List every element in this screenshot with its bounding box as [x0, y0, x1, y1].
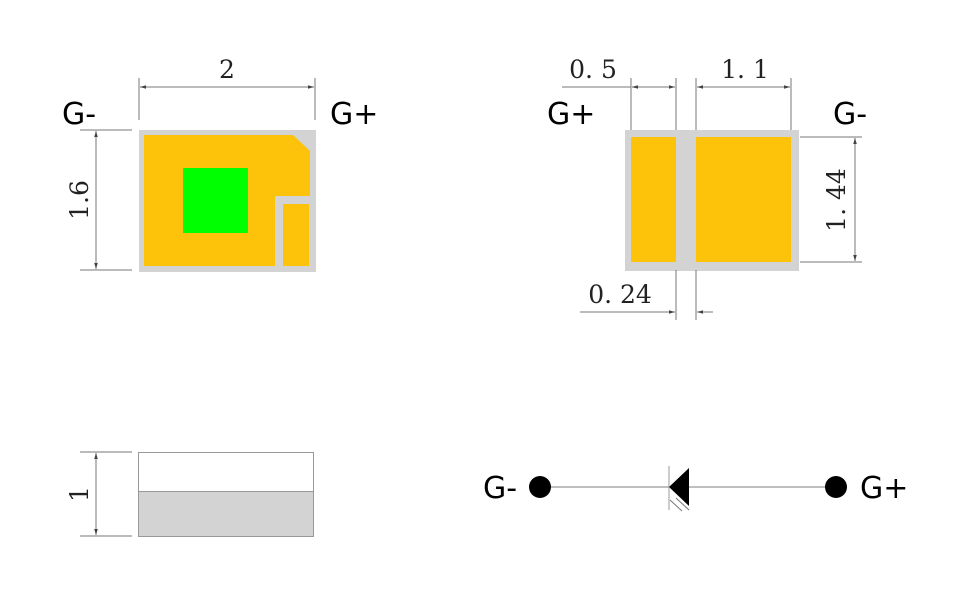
top-view: 2 1.6 G- G+ — [62, 55, 378, 272]
anode-pad — [631, 137, 676, 262]
thickness-dimension: 1 — [65, 486, 94, 502]
lens-top — [138, 452, 314, 492]
anode-pad — [283, 204, 309, 266]
pad-gap-dimension: 0. 24 — [588, 280, 652, 309]
led-diode-icon — [668, 466, 690, 512]
pad-height-dimension: 1. 44 — [822, 168, 851, 232]
pin-label-left: G+ — [547, 97, 595, 132]
pin-label-left: G- — [62, 97, 96, 132]
pin-label-left: G- — [483, 471, 517, 506]
pin-label-right: G+ — [860, 471, 908, 506]
cathode-pad — [696, 137, 791, 262]
schematic: G- G+ — [483, 466, 908, 512]
width-dimension: 2 — [219, 55, 235, 84]
led-chip — [183, 168, 248, 233]
right-pad-width-dimension: 1. 1 — [721, 55, 769, 84]
bottom-view: 0. 5 1. 1 1. 44 0. 24 G+ G- — [547, 55, 867, 320]
substrate — [138, 491, 314, 537]
left-pad-width-dimension: 0. 5 — [569, 55, 617, 84]
side-view: 1 — [65, 451, 314, 537]
terminal-dot-left — [529, 476, 551, 498]
pin-label-right: G+ — [330, 97, 378, 132]
height-dimension: 1.6 — [65, 180, 94, 220]
pin-label-right: G- — [833, 97, 867, 132]
terminal-dot-right — [825, 476, 847, 498]
